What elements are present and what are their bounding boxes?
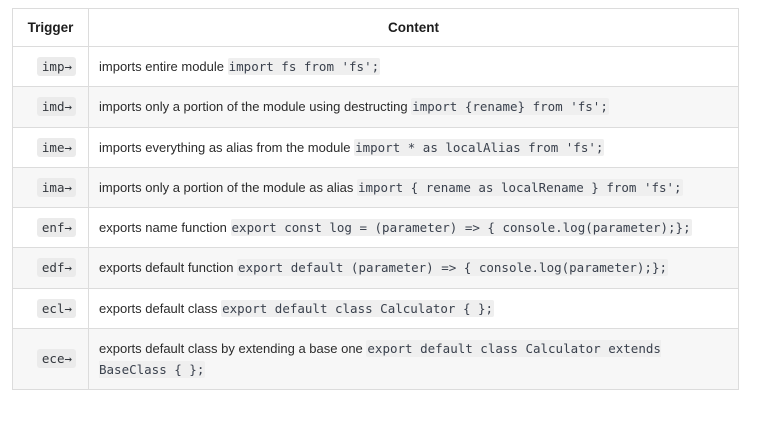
snippet-description: imports only a portion of the module usi… [99, 99, 412, 115]
content-cell: imports everything as alias from the mod… [88, 126, 739, 168]
snippet-code: export default class Calculator { }; [221, 299, 495, 317]
content-cell: imports only a portion of the module usi… [88, 86, 739, 128]
table-header: Trigger Content [12, 8, 739, 47]
trigger-cell: imd→ [12, 86, 89, 128]
trigger-cell: edf→ [12, 247, 89, 289]
trigger-cell: enf→ [12, 206, 89, 249]
snippet-code: import * as localAlias from 'fs'; [354, 138, 605, 156]
trigger-badge: ime→ [36, 137, 76, 157]
trigger-cell: ece→ [12, 327, 89, 391]
trigger-badge: imd→ [36, 97, 76, 117]
snippet-description: exports default function [99, 260, 238, 276]
snippet-description: exports name function [99, 220, 231, 235]
snippet-code: import {rename} from 'fs'; [411, 98, 609, 116]
snippet-code: import fs from 'fs'; [227, 58, 381, 75]
table-row: edf→ exports default function export def… [12, 247, 739, 289]
table-row: ime→ imports everything as alias from th… [12, 126, 739, 168]
content-cell: imports only a portion of the module as … [88, 166, 739, 209]
trigger-cell: ima→ [12, 166, 89, 209]
content-cell: exports default function export default … [88, 247, 739, 289]
column-header-content: Content [88, 8, 739, 47]
content-cell: exports default class export default cla… [88, 287, 739, 329]
trigger-badge: imp→ [36, 57, 76, 76]
content-cell: exports default class by extending a bas… [88, 327, 739, 391]
table-row: imd→ imports only a portion of the modul… [12, 86, 739, 128]
snippet-code: export default (parameter) => { console.… [237, 259, 668, 277]
table-row: enf→ exports name function export const … [12, 206, 739, 249]
snippets-table: Trigger Content imp→ imports entire modu… [12, 8, 739, 391]
snippet-code: import { rename as localRename } from 'f… [356, 178, 683, 196]
trigger-cell: imp→ [12, 45, 89, 88]
trigger-badge: ecl→ [36, 298, 76, 318]
trigger-cell: ime→ [12, 126, 89, 168]
content-cell: imports entire module import fs from 'fs… [88, 45, 739, 88]
trigger-badge: edf→ [36, 258, 76, 278]
content-cell: exports name function export const log =… [88, 206, 739, 249]
table-row: ima→ imports only a portion of the modul… [12, 166, 739, 209]
snippet-description: exports default class [99, 300, 222, 316]
header-row: Trigger Content [12, 8, 739, 47]
snippet-description: imports everything as alias from the mod… [99, 139, 355, 155]
table-row: ecl→ exports default class export defaul… [12, 287, 739, 329]
trigger-badge: ima→ [36, 177, 76, 197]
column-header-trigger: Trigger [12, 8, 89, 47]
table-row: imp→ imports entire module import fs fro… [12, 45, 739, 88]
snippet-code: export const log = (parameter) => { cons… [230, 219, 692, 236]
snippet-description: imports entire module [99, 59, 228, 74]
trigger-badge: enf→ [36, 218, 76, 237]
trigger-cell: ecl→ [12, 287, 89, 329]
table-row: ece→ exports default class by extending … [12, 327, 739, 391]
trigger-badge: ece→ [36, 349, 76, 369]
snippet-description: imports only a portion of the module as … [99, 179, 357, 195]
snippet-description: exports default class by extending a bas… [99, 340, 367, 356]
table-body: imp→ imports entire module import fs fro… [12, 45, 739, 391]
